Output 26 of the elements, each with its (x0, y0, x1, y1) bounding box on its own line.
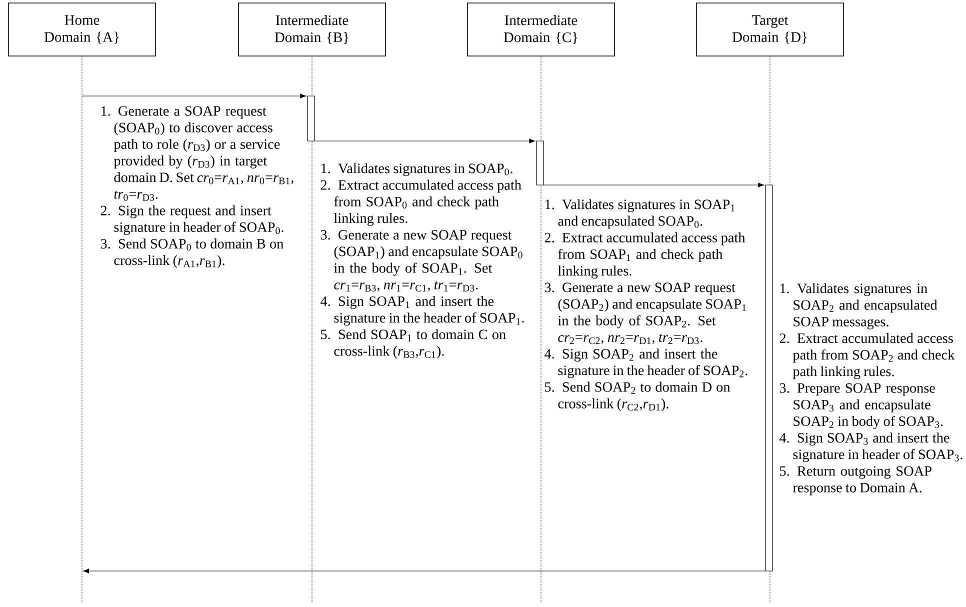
step-text: 3. Prepare SOAP response SOAP$_{3}$ and encapsulate SOAP$_{2}$ in body of SOAP$_{3}$. (780, 383, 943, 429)
domain-box: Intermediate Domain {C} (467, 2, 615, 56)
activation-bar (765, 184, 773, 572)
step-text: 3. Generate a new SOAP request (SOAP$_{1}$) and encapsulate SOAP$_{0}$ in the body of SOAP$_{1}$. Set cr$_{1}$=r$_{B3}$, nr$_{1}$=r$_{C1}$, tr$_{1}$=r$_{D3}$. (320, 230, 522, 292)
step-text: 2. Extract accumulated access path from SOAP$_{2}$ and check path linking rules. (780, 333, 955, 380)
message-arrow (82, 94, 306, 98)
step-text: 5. Return outgoing SOAP response to Domain A. (780, 466, 932, 496)
domain-box: Target Domain {D} (696, 2, 844, 56)
step-text: 1. Validates signatures in SOAP$_{0}$. (321, 163, 512, 176)
activation-bar (536, 140, 544, 186)
step-text: 4. Sign SOAP$_{3}$ and insert the signature in header of SOAP$_{3}$. (779, 432, 962, 462)
message-arrow (83, 568, 766, 574)
step-text: 5. Send SOAP$_{1}$ to domain C on cross-link (r$_{B3}$,r$_{C1}$). (321, 329, 506, 359)
message-arrow (314, 138, 536, 144)
step-text: 3. Send SOAP$_{0}$ to domain B on cross-link (r$_{A1}$,r$_{B1}$). (100, 238, 284, 268)
step-text: 1. Validates signatures in SOAP$_{1}$ and encapsulated SOAP$_{0}$. (545, 199, 735, 229)
activation-bar (307, 96, 315, 142)
step-text: 3. Generate a new SOAP request (SOAP$_{2}$) and encapsulate SOAP$_{1}$ in the body of SOAP$_{2}$. Set cr$_{2}$=r$_{C2}$, nr$_{2}$=r$_{D1}$, tr$_{2}$=r$_{D3}$. (544, 282, 746, 344)
step-text: 4. Sign SOAP$_{2}$ and insert the signature in the header of SOAP$_{2}$. (544, 348, 748, 378)
step-text: 4. Sign SOAP$_{1}$ and insert the signature in the header of SOAP$_{1}$. (320, 296, 524, 326)
step-text: 1. Validates signatures in SOAP$_{2}$ and encapsulated SOAP messages. (780, 283, 938, 330)
domain-box: Home Domain {A} (8, 2, 156, 56)
step-text: 2. Sign the request and insert signature in header of SOAP$_{0}$. (100, 205, 284, 235)
step-text: 5. Send SOAP$_{2}$ to domain D on cross-link (r$_{C2}$,r$_{D1}$). (545, 382, 730, 412)
message-arrow (544, 182, 764, 188)
domain-box: Intermediate Domain {B} (238, 2, 386, 56)
